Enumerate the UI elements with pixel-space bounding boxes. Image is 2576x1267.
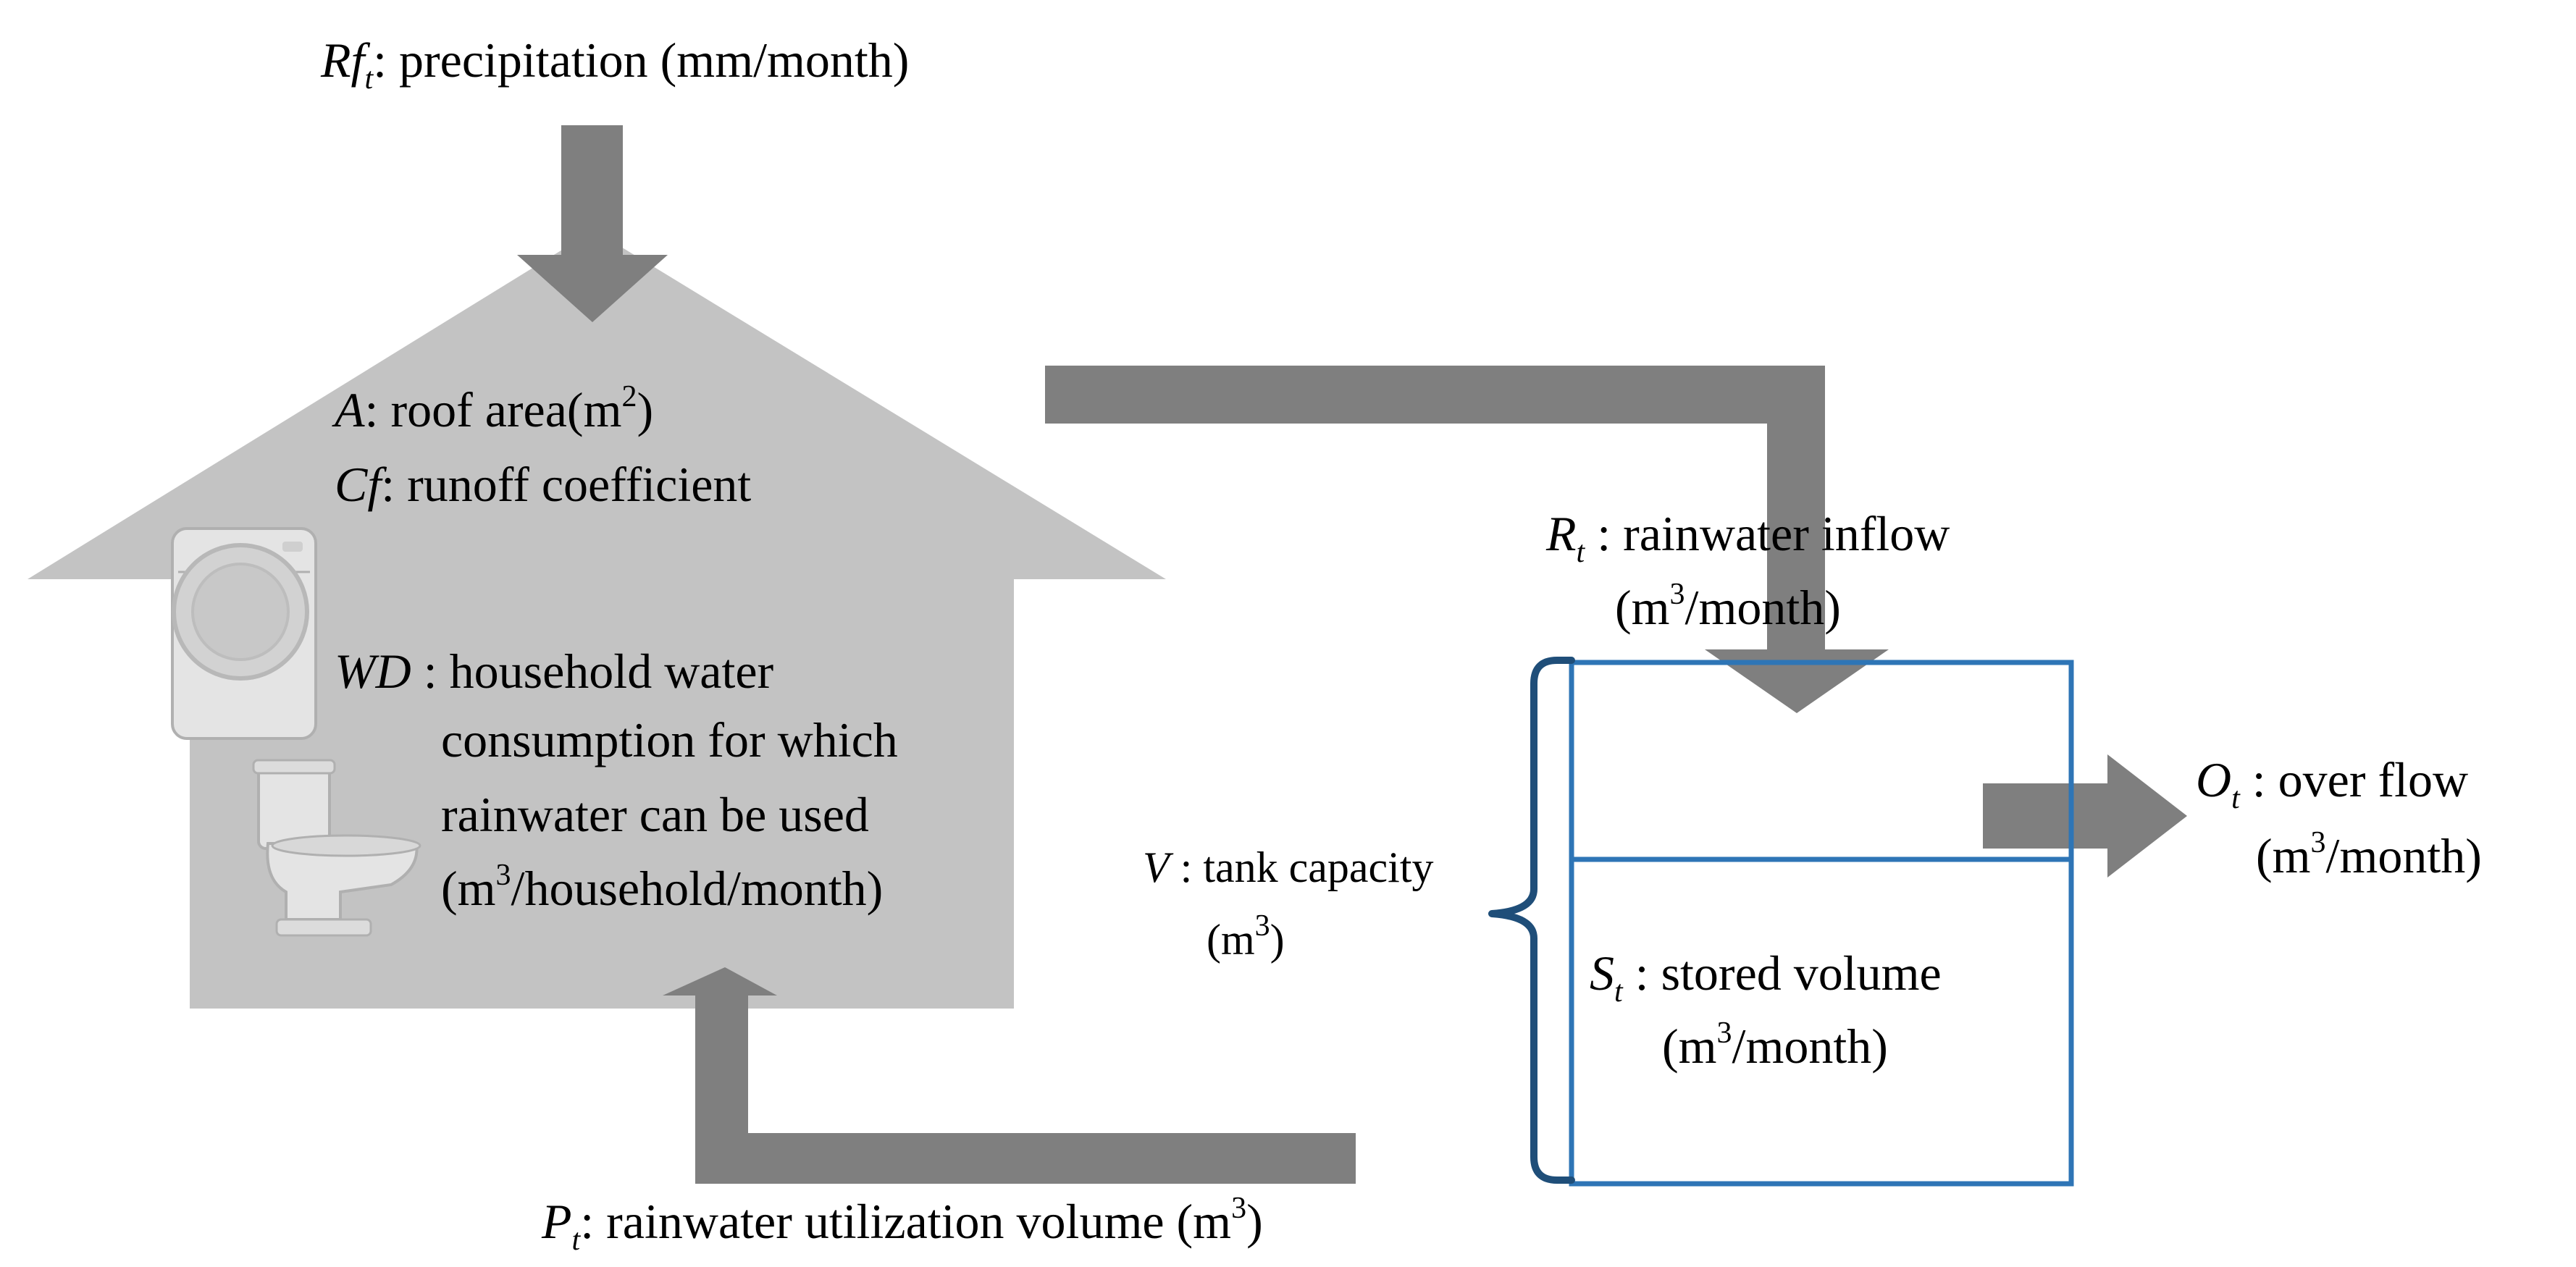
rainwater-inflow-label: Rt : rainwater inflow (1545, 506, 1950, 569)
household-consumption-unit: (m3/household/month) (441, 859, 883, 916)
household-consumption-label: WD : household water (335, 644, 774, 699)
stored-volume-label: St : stored volume (1590, 946, 1942, 1009)
precipitation-label: Rft: precipitation (mm/month) (320, 33, 909, 96)
washing-machine-icon (171, 527, 317, 740)
tank (1569, 660, 2074, 1187)
utilization-arrow (663, 967, 1356, 1184)
overflow-arrow (1983, 754, 2187, 877)
overflow-unit: (m3/month) (2256, 826, 2482, 883)
stored-volume-unit: (m3/month) (1662, 1016, 1888, 1074)
rainwater-inflow-unit: (m3/month) (1615, 578, 1841, 635)
household-consumption-line3: rainwater can be used (441, 787, 869, 842)
tank-capacity-brace (1488, 657, 1575, 1184)
toilet-icon (252, 759, 421, 937)
precipitation-arrow (517, 125, 668, 322)
roof-area-label: A: roof area(m2) (332, 380, 653, 437)
rainwater-inflow-arrow (1045, 366, 1889, 713)
overflow-label: Ot : over flow (2196, 752, 2468, 815)
runoff-coefficient-label: Cf: runoff coefficient (335, 457, 751, 512)
tank-outline (1569, 660, 2074, 1187)
tank-capacity-unit: (m3) (1207, 909, 1285, 964)
tank-capacity-label: V : tank capacity (1143, 843, 1434, 891)
household-consumption-line2: consumption for which (441, 712, 898, 767)
rainwater-utilization-label: Pt: rainwater utilization volume (m3) (541, 1192, 1263, 1257)
